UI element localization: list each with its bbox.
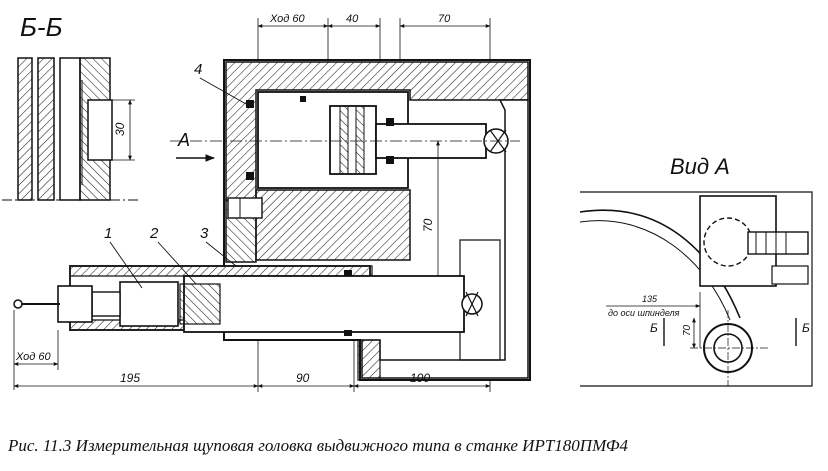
section-mark-right: Б [802, 321, 810, 335]
section-mark-left: Б [650, 321, 658, 335]
dim-70-view: 70 [682, 324, 693, 336]
section-bb: Б-Б 30 [2, 12, 140, 201]
figure-caption: Рис. 11.3 Измерительная щуповая головка … [8, 436, 628, 455]
part-label-2: 2 [149, 225, 159, 242]
dim-stroke-left: Ход 60 [15, 351, 51, 363]
view-arrow-label: А [177, 130, 190, 150]
dim-70-vertical: 70 [421, 218, 435, 232]
dim-195: 195 [120, 371, 140, 385]
dim-axis-note: до оси шпинделя [608, 308, 680, 318]
section-bb-label: Б-Б [20, 12, 63, 42]
dim-40: 40 [346, 13, 359, 25]
main-assembly: Ход 60 40 70 70 А [13, 13, 531, 392]
dim-70-top: 70 [438, 13, 451, 25]
part-label-1: 1 [104, 225, 112, 242]
dim-90: 90 [296, 371, 310, 385]
part-label-4: 4 [194, 61, 202, 78]
dim-stroke-top: Ход 60 [269, 13, 305, 25]
dim-30: 30 [113, 122, 127, 136]
view-a: Вид А 135 до оси шпинделя 70 Б Б [579, 154, 813, 387]
part-label-3: 3 [200, 225, 209, 242]
dim-100: 100 [410, 371, 430, 385]
view-a-label: Вид А [670, 154, 730, 179]
dim-135: 135 [642, 294, 658, 304]
